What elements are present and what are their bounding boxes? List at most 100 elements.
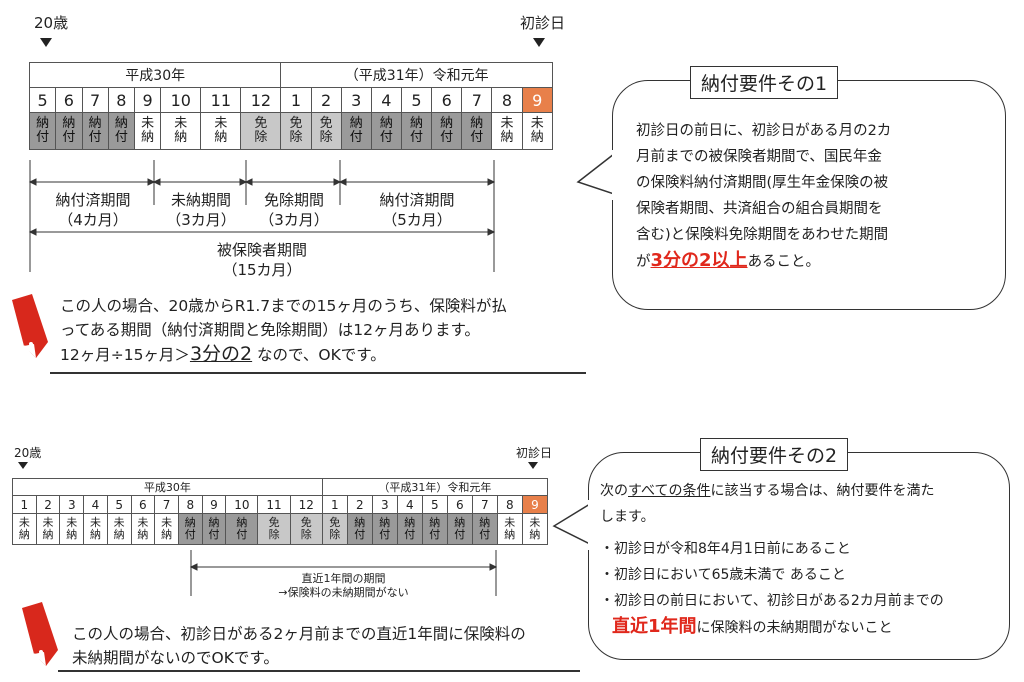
period-duration: （4カ月） xyxy=(58,211,128,229)
month-cell: 6 xyxy=(130,495,156,514)
pen-icon xyxy=(22,602,58,666)
bubble-pointer-2 xyxy=(552,502,591,546)
period-name: 免除期間 xyxy=(263,191,324,209)
status-cell: 納付 xyxy=(201,513,227,545)
status-cell: 納付 xyxy=(461,112,493,150)
age-20-label-2: 20歳 xyxy=(14,446,42,460)
status-cell: 納付 xyxy=(396,513,423,545)
bubble-text: が xyxy=(636,254,651,270)
bubble-title-2: 納付要件その2 xyxy=(700,438,849,471)
status-cell: 未納 xyxy=(59,513,85,545)
month-cell: 3 xyxy=(59,495,85,514)
month-cell: 7 xyxy=(154,495,179,514)
first-visit-marker-icon xyxy=(533,38,545,47)
month-cell: 4 xyxy=(396,495,423,514)
status-cell: 未納 xyxy=(106,513,132,545)
month-cell: 5 xyxy=(421,495,448,514)
note-line: ってある期間（納付済期間と免除期間）は12ヶ月あります。 xyxy=(60,321,480,339)
month-cell: 4 xyxy=(83,495,108,514)
status-cell: 免除 xyxy=(257,513,291,545)
age-20-marker-icon xyxy=(40,38,52,47)
month-cell: 7 xyxy=(461,87,493,113)
bubble-text: 次の xyxy=(600,483,628,499)
status-cell: 未納 xyxy=(521,112,554,150)
first-visit-label-2: 初診日 xyxy=(516,446,553,460)
note-line: 12ヶ月÷15ヶ月＞3分の2 なので、OKです。 xyxy=(60,342,507,367)
bubble-pointer-1 xyxy=(576,152,615,196)
month-cell: 6 xyxy=(446,495,473,514)
year-header-right: （平成31年）令和元年 xyxy=(321,478,549,496)
note-emphasis: 3分の2 xyxy=(189,343,253,365)
month-cell: 5 xyxy=(106,495,132,514)
note-line: この人の場合、20歳からR1.7までの15ヶ月のうち、保険料が払 xyxy=(60,297,507,315)
month-cell: 2 xyxy=(346,495,373,514)
status-cell: 納付 xyxy=(400,112,433,150)
month-cell: 1 xyxy=(12,495,37,514)
status-cell: 納付 xyxy=(225,513,259,545)
month-cell: 6 xyxy=(431,87,463,113)
bubble-body-2: 次のすべての条件に該当する場合は、納付要件を満た します。 ・初診日が令和8年4… xyxy=(600,478,944,641)
year-header-right: （平成31年）令和元年 xyxy=(280,62,553,88)
status-cell: 未納 xyxy=(521,513,549,545)
month-cell: 3 xyxy=(340,87,372,113)
pen-icon xyxy=(12,294,48,358)
divider-line xyxy=(58,670,580,672)
insured-period-duration: （15カ月） xyxy=(222,261,302,279)
status-cell: 納付 xyxy=(471,513,498,545)
month-cell: 9 xyxy=(201,495,227,514)
status-cell: 未納 xyxy=(154,513,179,545)
insured-period-name: 被保険者期間 xyxy=(216,241,307,259)
month-cell: 8 xyxy=(496,495,523,514)
status-cell: 納付 xyxy=(340,112,372,150)
note-line: この人の場合、初診日がある2ヶ月前までの直近1年間に保険料の xyxy=(72,625,526,643)
period-paid-1: 納付済期間 （4カ月） xyxy=(34,190,152,230)
note-text: 12ヶ月÷15ヶ月＞ xyxy=(60,346,190,364)
status-cell: 免除 xyxy=(321,513,348,545)
period-name: 未納期間 xyxy=(170,191,231,209)
bubble-text: に該当する場合は、納付要件を満た xyxy=(710,483,935,499)
status-cell: 未納 xyxy=(133,112,162,150)
month-cell: 1 xyxy=(321,495,348,514)
status-cell: 免除 xyxy=(310,112,342,150)
bubble-line: します。 xyxy=(600,509,655,525)
bubble-line: 含む)と保険料免除期間をあわせた期間 xyxy=(636,227,889,243)
status-cell: 免除 xyxy=(240,112,282,150)
bubble-condition: ・初診日が令和8年4月1日前にあること xyxy=(600,541,851,557)
month-cell: 12 xyxy=(289,495,323,514)
bubble-line: が3分の2以上あること。 xyxy=(636,248,891,275)
requirement-bubble-2 xyxy=(588,452,1010,660)
status-cell: 納付 xyxy=(370,112,402,150)
month-cell: 10 xyxy=(225,495,259,514)
bubble-title-1: 納付要件その1 xyxy=(690,66,839,99)
status-cell: 免除 xyxy=(289,513,323,545)
status-cell: 未納 xyxy=(12,513,37,545)
note-text: なので、OKです。 xyxy=(252,346,386,364)
requirement-bubble-1 xyxy=(612,80,1006,310)
status-cell: 納付 xyxy=(28,112,57,150)
period-duration: （3カ月） xyxy=(259,211,329,229)
month-cell: 2 xyxy=(35,495,61,514)
month-cell: 3 xyxy=(371,495,398,514)
divider-line xyxy=(50,372,586,374)
status-cell: 未納 xyxy=(35,513,61,545)
bubble-condition: 直近1年間に保険料の未納期間がないこと xyxy=(600,614,944,641)
bubble-line: 月前までの被保険者期間で、国民年金 xyxy=(636,149,882,165)
month-cell: 10 xyxy=(160,87,202,113)
status-cell: 納付 xyxy=(446,513,473,545)
status-cell: 納付 xyxy=(346,513,373,545)
period-name: 直近1年間の期間 xyxy=(301,572,386,585)
period-duration: （3カ月） xyxy=(166,211,236,229)
status-cell: 納付 xyxy=(421,513,448,545)
status-cell: 納付 xyxy=(177,513,203,545)
bubble-emphasis: 3分の2以上 xyxy=(650,250,748,271)
month-cell: 8 xyxy=(177,495,203,514)
period-exempt: 免除期間 （3カ月） xyxy=(248,190,340,230)
age-20-label: 20歳 xyxy=(34,14,69,32)
month-cell: 11 xyxy=(257,495,291,514)
bubble-line: 次のすべての条件に該当する場合は、納付要件を満た xyxy=(600,478,944,504)
bubble-condition: ・初診日の前日において、初診日がある2カ月前までの xyxy=(600,593,944,609)
bubble-emphasis: 直近1年間 xyxy=(612,616,697,637)
period-arrows-1 xyxy=(28,160,496,272)
